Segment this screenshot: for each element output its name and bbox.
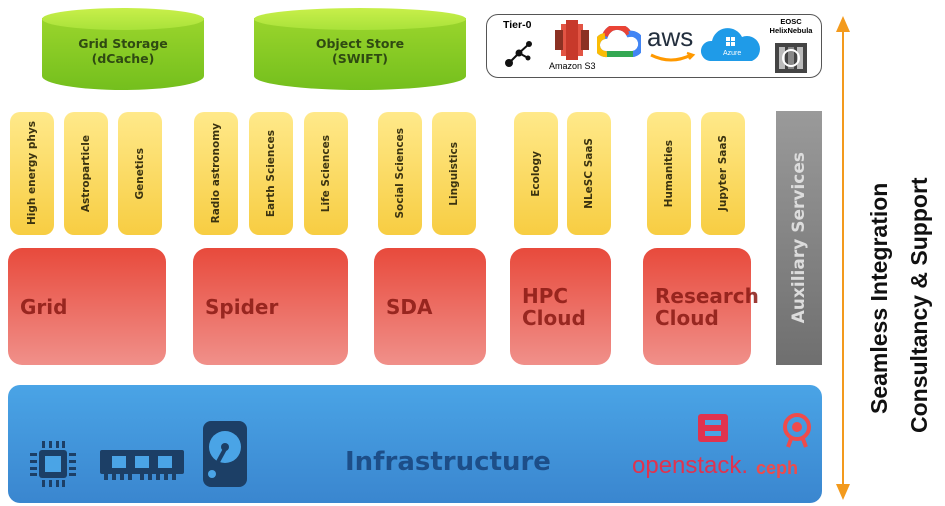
network-nodes-icon	[505, 41, 532, 67]
science-pill: Earth Sciences	[249, 112, 293, 235]
service-grid: Grid	[8, 248, 166, 365]
service-sda: SDA	[374, 248, 486, 365]
hard-disk-icon	[203, 421, 247, 487]
openstack-icon	[698, 414, 728, 442]
cpu-icon	[30, 441, 76, 487]
azure-label: Azure	[723, 50, 742, 57]
external-providers-box: Tier-0 Amazon S3 aws Azure EOSC HelixNeb…	[486, 14, 822, 78]
science-pill: Astroparticle	[64, 112, 108, 235]
grid-storage-label: Grid Storage (dCache)	[78, 36, 168, 66]
science-pill: Social Sciences	[378, 112, 422, 235]
eosc-label: EOSC HelixNebula	[769, 17, 813, 35]
science-pill: Jupyter SaaS	[701, 112, 745, 235]
science-pill: Life Sciences	[304, 112, 348, 235]
science-pill: High energy phys	[10, 112, 54, 235]
tier0-label: Tier-0	[503, 19, 532, 31]
science-pill: Radio astronomy	[194, 112, 238, 235]
auxiliary-services: Auxiliary Services	[776, 111, 822, 365]
infrastructure-bar	[8, 385, 822, 503]
object-store-label: Object Store (SWIFT)	[315, 36, 405, 66]
grid-storage-cylinder: Grid Storage (dCache)	[42, 8, 204, 90]
double-arrow	[836, 16, 850, 500]
azure-cloud-icon	[700, 28, 760, 61]
aws-smile-icon	[650, 51, 696, 62]
amazon-s3-label: Amazon S3	[549, 61, 596, 71]
seamless-integration-label: Seamless Integration	[866, 182, 892, 414]
ceph-icon	[783, 413, 811, 448]
science-pill: Ecology	[514, 112, 558, 235]
amazon-s3-icon	[555, 20, 589, 60]
ceph-label: ceph	[756, 458, 799, 478]
science-pill: Genetics	[118, 112, 162, 235]
aws-logo-text: aws	[647, 22, 694, 52]
science-pill: NLeSC SaaS	[567, 112, 611, 235]
science-pill: Linguistics	[432, 112, 476, 235]
openstack-label: openstack.	[632, 452, 749, 479]
memory-ram-icon	[100, 450, 184, 480]
google-cloud-icon	[597, 26, 641, 58]
helixnebula-icon	[775, 43, 807, 73]
consultancy-support-label: Consultancy & Support	[906, 177, 932, 433]
science-pill: Humanities	[647, 112, 691, 235]
object-store-cylinder: Object Store (SWIFT)	[254, 8, 466, 90]
service-spider: Spider	[193, 248, 348, 365]
service-research-cloud: Research Cloud	[643, 248, 759, 365]
infrastructure-label: Infrastructure	[345, 447, 551, 477]
service-hpc-cloud: HPC Cloud	[510, 248, 611, 365]
